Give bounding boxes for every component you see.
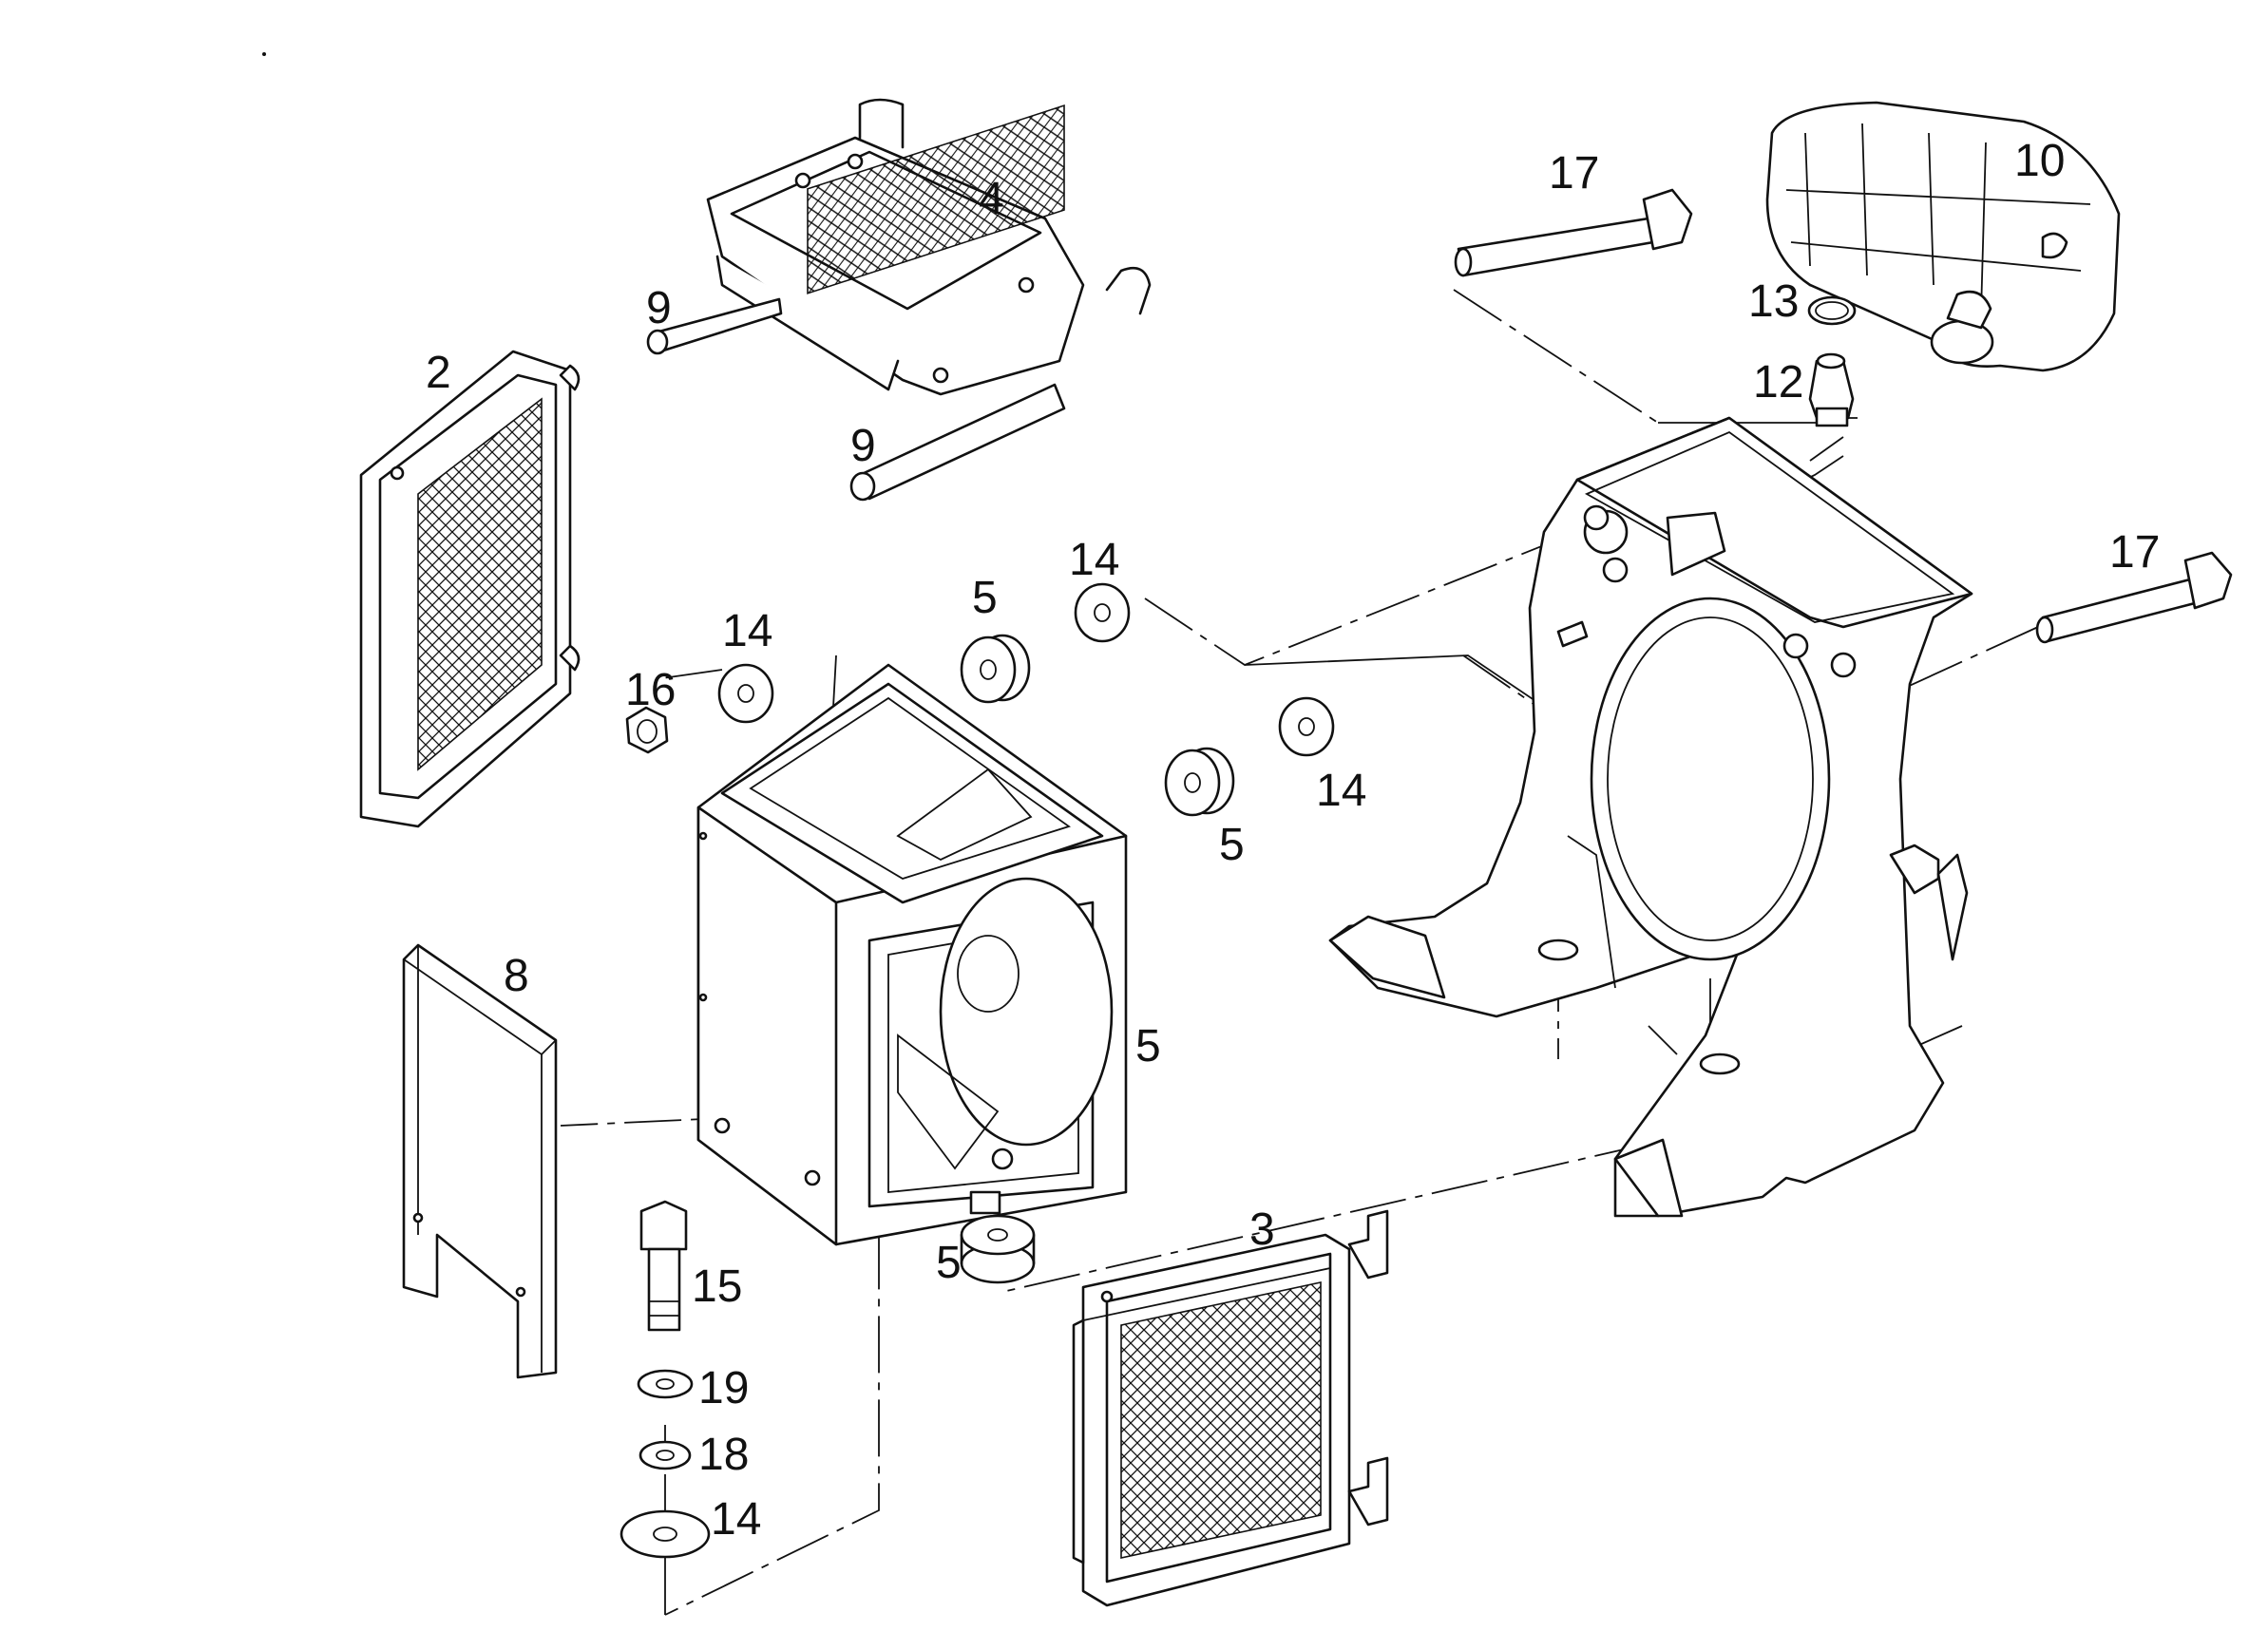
callout-18: 18	[698, 1430, 749, 1480]
radiator-left	[359, 350, 581, 828]
callout-2: 2	[426, 348, 451, 398]
o-ring	[1807, 295, 1857, 326]
callout-4: 4	[979, 174, 1004, 224]
callout-5b: 5	[1219, 820, 1245, 870]
callout-5c: 5	[1135, 1021, 1161, 1072]
callout-14d: 14	[711, 1494, 761, 1545]
callout-14c: 14	[1316, 766, 1366, 816]
callout-17b: 17	[2109, 527, 2160, 578]
rubber-mount-b	[1164, 747, 1235, 817]
callout-9a: 9	[646, 283, 672, 333]
callout-15: 15	[692, 1261, 742, 1312]
bolt-right	[2035, 551, 2233, 644]
callout-5a: 5	[972, 573, 998, 623]
bolt-upper	[1454, 188, 1693, 277]
washer-18	[638, 1440, 692, 1470]
callout-12: 12	[1753, 357, 1803, 408]
callout-5d: 5	[936, 1238, 962, 1288]
hex-nut	[625, 706, 669, 754]
rubber-mount-c	[960, 1190, 1036, 1284]
engine-fan-shroud	[1328, 416, 1973, 1218]
callout-labels: 2 3 4 5 5 5 5 8 9 9 10 12 13 14 14 14 14…	[426, 136, 2160, 1545]
callout-19: 19	[698, 1363, 749, 1413]
rubber-mount-a	[960, 634, 1031, 704]
callout-3: 3	[1249, 1204, 1275, 1255]
washer-c	[1278, 696, 1335, 757]
callout-8: 8	[504, 951, 529, 1001]
washer-19	[637, 1369, 694, 1399]
callout-17a: 17	[1549, 148, 1599, 199]
charge-air-cooler	[706, 98, 1152, 396]
fan-shroud-box	[696, 663, 1128, 1246]
callout-9b: 9	[850, 421, 876, 471]
callout-14a: 14	[722, 606, 772, 656]
pipe-fitting	[1808, 352, 1855, 427]
callout-14b: 14	[1069, 535, 1119, 585]
washer-b	[1074, 582, 1131, 643]
hex-bolt	[639, 1200, 688, 1332]
speck	[262, 52, 266, 56]
cover-plate	[402, 943, 558, 1379]
callout-13: 13	[1748, 276, 1799, 327]
callout-16: 16	[625, 665, 676, 715]
hose-upper	[646, 297, 783, 355]
washer-d	[619, 1509, 711, 1559]
oil-cooler	[1072, 1209, 1389, 1607]
expansion-tank	[1765, 101, 2121, 372]
washer-a	[717, 663, 774, 724]
callout-10: 10	[2014, 136, 2065, 186]
hose-lower	[849, 383, 1066, 502]
